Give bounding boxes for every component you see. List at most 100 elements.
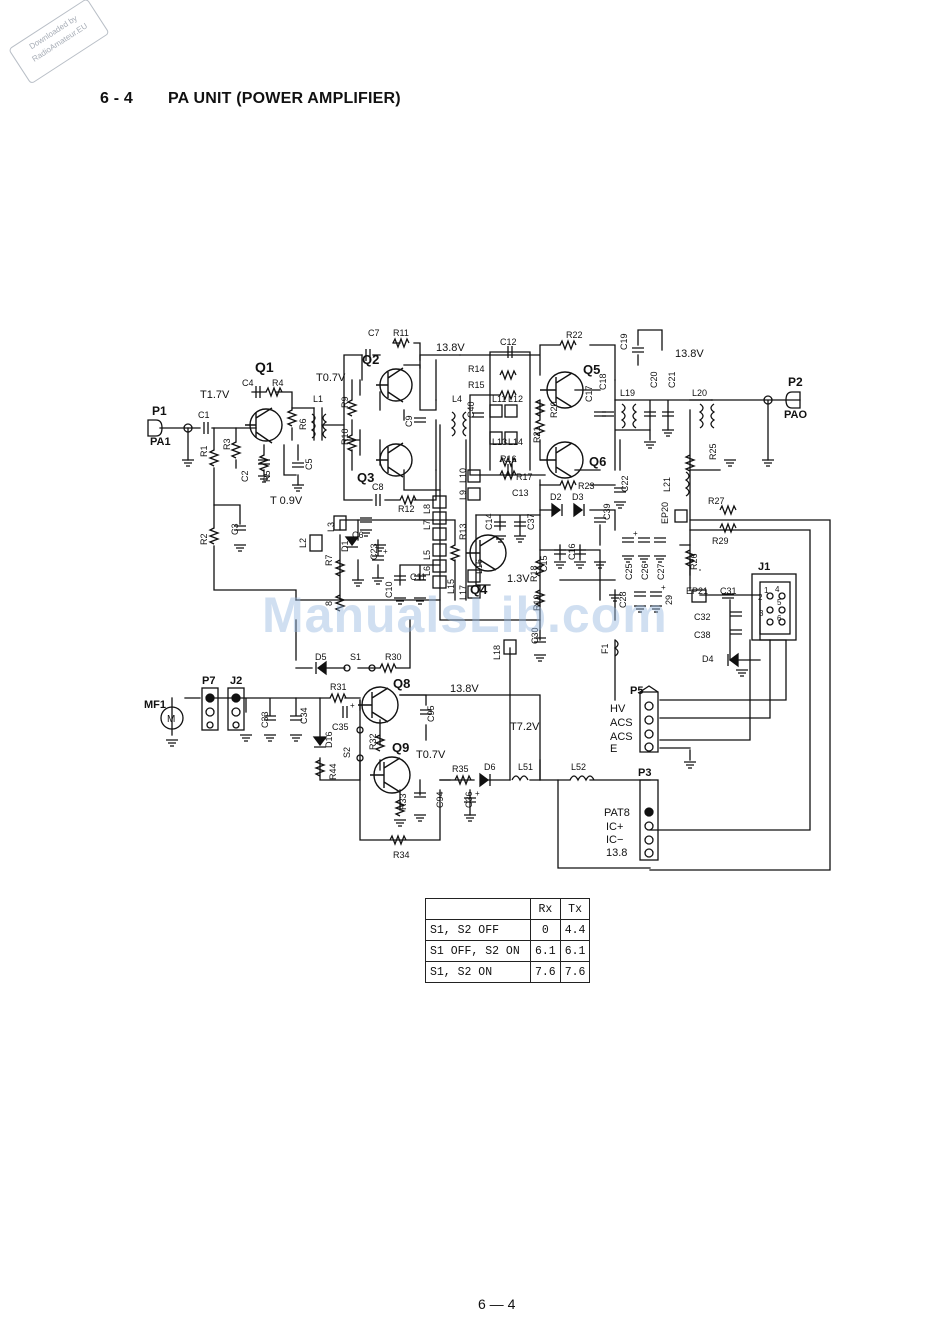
diode-d1	[344, 536, 360, 548]
table-row-rx: 7.6	[530, 961, 561, 983]
capacitor-c33	[264, 715, 276, 721]
label-d6: D6	[484, 762, 496, 772]
capacitor-c19	[632, 347, 644, 353]
label-v-13-8-a: 13.8V	[436, 342, 465, 354]
label-l21: L21	[662, 477, 672, 492]
manualslib-watermark: ManualsLib.com	[262, 587, 668, 643]
capacitor-c21	[662, 411, 674, 417]
label-c34: C34	[299, 707, 309, 724]
capacitor-c31	[722, 593, 734, 599]
bead-inductors	[309, 404, 707, 655]
ground-icon	[352, 579, 364, 587]
meter-mf1	[160, 706, 184, 730]
transistor-q3	[376, 442, 413, 478]
transformer-l1	[310, 413, 328, 439]
section-title: PA UNIT (POWER AMPLIFIER)	[168, 90, 401, 107]
label-c19: C19	[619, 333, 629, 350]
resistor-r8	[334, 594, 346, 612]
ground-icon	[258, 475, 270, 483]
label-r13: R13	[458, 523, 468, 540]
capacitor-c15	[554, 549, 566, 555]
label-r26: R26	[689, 553, 699, 570]
label-d16: D16	[324, 731, 334, 748]
label-c22: C22	[620, 475, 630, 492]
label-l3: L3	[326, 522, 336, 532]
label-r30: R30	[385, 652, 402, 662]
label-p5-acs2: ACS	[610, 731, 633, 743]
label-l18: L18	[492, 645, 502, 660]
label-r15: R15	[468, 380, 485, 390]
table-header-row: Rx Tx	[425, 898, 591, 920]
label-d2: D2	[550, 492, 562, 502]
table-row: S1, S2 OFF 0 4.4	[425, 919, 591, 941]
label-c8: C8	[372, 482, 384, 492]
ground-icon	[166, 739, 178, 747]
label-c2: C2	[240, 470, 250, 482]
label-r16: R16	[500, 454, 517, 464]
label-c39: C39	[602, 503, 612, 520]
label-c23: C23	[369, 543, 379, 560]
label-l6: L6	[422, 566, 432, 576]
label-v-q1-emit: T 0.9V	[270, 495, 303, 507]
label-p5-hv: HV	[610, 703, 626, 715]
ground-icon	[574, 561, 586, 569]
section-number: 6 - 4	[100, 90, 134, 107]
connector-j1	[751, 573, 797, 641]
label-r5: R5	[262, 470, 272, 482]
label-d4: D4	[702, 654, 714, 664]
label-r19: R19	[532, 594, 542, 611]
label-c17: C17	[584, 385, 594, 402]
label-p3: P3	[638, 767, 651, 779]
label-p3-138: 13.8	[606, 847, 627, 859]
ground-icon	[614, 501, 626, 509]
label-l12: L12	[508, 394, 523, 404]
switches	[343, 664, 376, 762]
connectors	[147, 391, 801, 861]
ground-icon	[736, 669, 748, 677]
transformer-l19	[620, 403, 638, 429]
label-ep21: EP21	[686, 586, 708, 596]
capacitor-c27	[654, 537, 666, 543]
resistor-r19	[534, 589, 546, 607]
label-l19: L19	[620, 388, 635, 398]
table-row: S1, S2 ON 7.6 7.6	[425, 961, 591, 983]
label-q1: Q1	[255, 359, 274, 375]
label-q2: Q2	[362, 352, 379, 367]
label-p5: P5	[630, 685, 643, 697]
label-c18: C18	[598, 373, 608, 390]
resistor-r26	[684, 549, 696, 567]
resistor-r2	[208, 527, 220, 545]
label-r35: R35	[452, 764, 469, 774]
table-row-tx: 7.6	[559, 961, 591, 983]
resistor-r9	[346, 399, 358, 417]
label-r9: R9	[340, 396, 350, 408]
label-v-q2: T0.7V	[316, 372, 346, 384]
svg-text:+: +	[633, 529, 638, 538]
transistor-q8	[358, 686, 399, 724]
capacitor-c94	[414, 792, 426, 798]
label-q5: Q5	[583, 362, 600, 377]
label-c35: C35	[332, 722, 349, 732]
diodes	[312, 502, 739, 788]
label-c25: C25	[624, 563, 634, 580]
label-v-13-8-c: 13.8V	[450, 683, 479, 695]
resistor-r23	[559, 479, 577, 491]
ground-icon	[662, 429, 674, 437]
connector-p2	[785, 391, 801, 409]
table-row-rx: 0	[530, 919, 561, 941]
label-r3: R3	[222, 438, 232, 450]
label-c21: C21	[667, 371, 677, 388]
label-l11: L11	[492, 394, 506, 404]
capacitor-c4	[255, 386, 261, 398]
label-p2: P2	[788, 375, 803, 389]
transistors	[245, 367, 584, 794]
capacitor-c34	[290, 715, 302, 721]
label-d5: D5	[315, 652, 327, 662]
transistor-q5	[540, 371, 584, 409]
ground-icon	[762, 459, 774, 467]
label-m: M	[167, 714, 175, 725]
resistor-r27	[719, 504, 737, 516]
diode-d16	[312, 736, 328, 748]
label-r8: 8	[324, 601, 334, 606]
